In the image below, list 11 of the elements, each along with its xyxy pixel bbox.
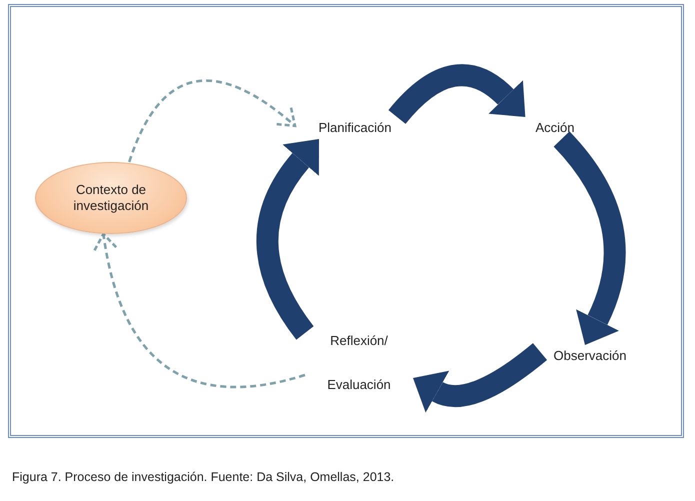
stage-label: Acción xyxy=(522,117,588,139)
dashed-curved-arrow xyxy=(128,79,296,162)
figure-caption: Figura 7. Proceso de investigación. Fuente: Da Silva, Omellas, 2013. xyxy=(12,470,396,484)
curved-block-arrow xyxy=(553,132,626,346)
stage-label: Observación xyxy=(540,345,640,367)
dashed-curved-arrow xyxy=(94,232,306,388)
node-text: Contexto de investigación xyxy=(72,182,150,214)
stage-label: Reflexión/ Evaluación xyxy=(305,333,413,393)
curved-block-arrow xyxy=(412,343,547,414)
stage-label: Planificación xyxy=(295,117,415,139)
curved-block-arrow xyxy=(256,138,320,340)
